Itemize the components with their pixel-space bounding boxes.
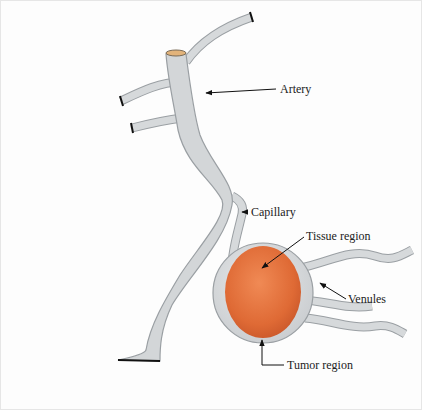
tumor-label: Tumor region bbox=[287, 358, 353, 372]
venules-label: Venules bbox=[348, 292, 386, 306]
tissue-label: Tissue region bbox=[306, 229, 371, 243]
artery-label: Artery bbox=[280, 82, 311, 96]
capillary-label: Capillary bbox=[251, 205, 296, 219]
